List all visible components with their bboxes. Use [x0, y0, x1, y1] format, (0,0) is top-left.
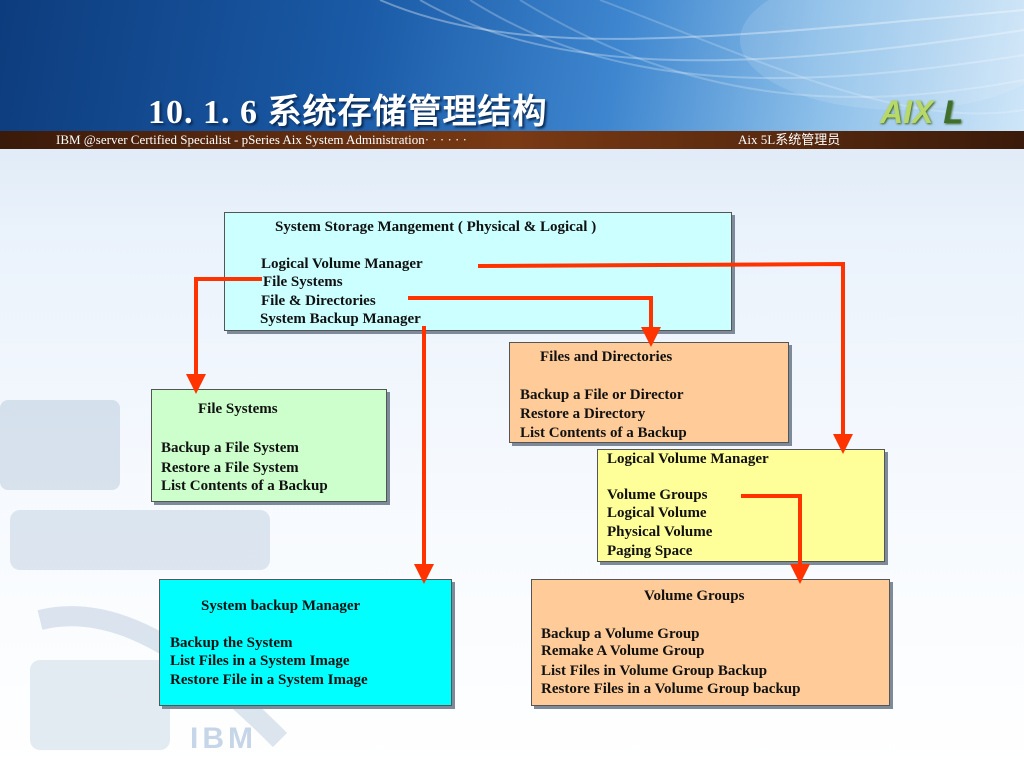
box-item: Remake A Volume Group: [541, 643, 705, 659]
box-item: Backup a File System: [161, 440, 299, 456]
box-item: File & Directories: [261, 293, 376, 309]
background-computer-decoration: [0, 400, 288, 750]
box-item: Physical Volume: [607, 524, 713, 540]
box-item: Restore a Directory: [520, 406, 646, 422]
files-and-directories-box: Files and Directories Backup a File or D…: [509, 342, 789, 443]
box-item: Backup a Volume Group: [541, 626, 700, 642]
logo-suffix: L: [943, 94, 963, 130]
box-item: List Contents of a Backup: [520, 425, 687, 441]
box-item: List Files in Volume Group Backup: [541, 663, 768, 679]
system-backup-manager-box: System backup Manager Backup the System …: [159, 579, 452, 706]
box-title: Files and Directories: [540, 349, 673, 365]
box-item: Paging Space: [607, 543, 693, 559]
box-item: List Files in a System Image: [170, 653, 350, 669]
box-title: System backup Manager: [201, 598, 361, 614]
box-item: System Backup Manager: [260, 311, 421, 327]
subtitle-right: Aix 5L系统管理员: [738, 132, 841, 147]
system-storage-management-box: System Storage Mangement ( Physical & Lo…: [224, 212, 732, 331]
box-item: File Systems: [263, 274, 343, 290]
subtitle-bar: IBM @server Certified Specialist - pSeri…: [0, 131, 1024, 149]
box-item: Logical Volume Manager: [261, 256, 423, 272]
box-item: Restore File in a System Image: [170, 672, 368, 688]
subtitle-left: IBM @server Certified Specialist - pSeri…: [56, 132, 467, 147]
box-item: Restore Files in a Volume Group backup: [541, 681, 801, 697]
volume-groups-box: Volume Groups Backup a Volume Group Rema…: [531, 579, 890, 706]
box-item: Backup the System: [170, 635, 293, 651]
box-title: System Storage Mangement ( Physical & Lo…: [275, 219, 597, 235]
header-swoosh-decoration: [379, 0, 1024, 115]
ibm-watermark: IBM: [190, 722, 257, 755]
box-title: Logical Volume Manager: [607, 451, 769, 467]
box-item: List Contents of a Backup: [161, 478, 328, 494]
box-item: Restore a File System: [161, 460, 299, 476]
file-systems-box: File Systems Backup a File System Restor…: [151, 389, 387, 502]
box-item: Volume Groups: [607, 487, 708, 503]
box-item: Logical Volume: [607, 505, 707, 521]
box-title: Volume Groups: [644, 588, 745, 604]
box-title: File Systems: [198, 401, 278, 417]
logical-volume-manager-box: Logical Volume Manager Volume Groups Log…: [597, 449, 885, 562]
logo-main: AIX: [880, 94, 934, 130]
box-item: Backup a File or Director: [520, 387, 684, 403]
slide-title: 10. 1. 6 系统存储管理结构: [148, 94, 548, 131]
